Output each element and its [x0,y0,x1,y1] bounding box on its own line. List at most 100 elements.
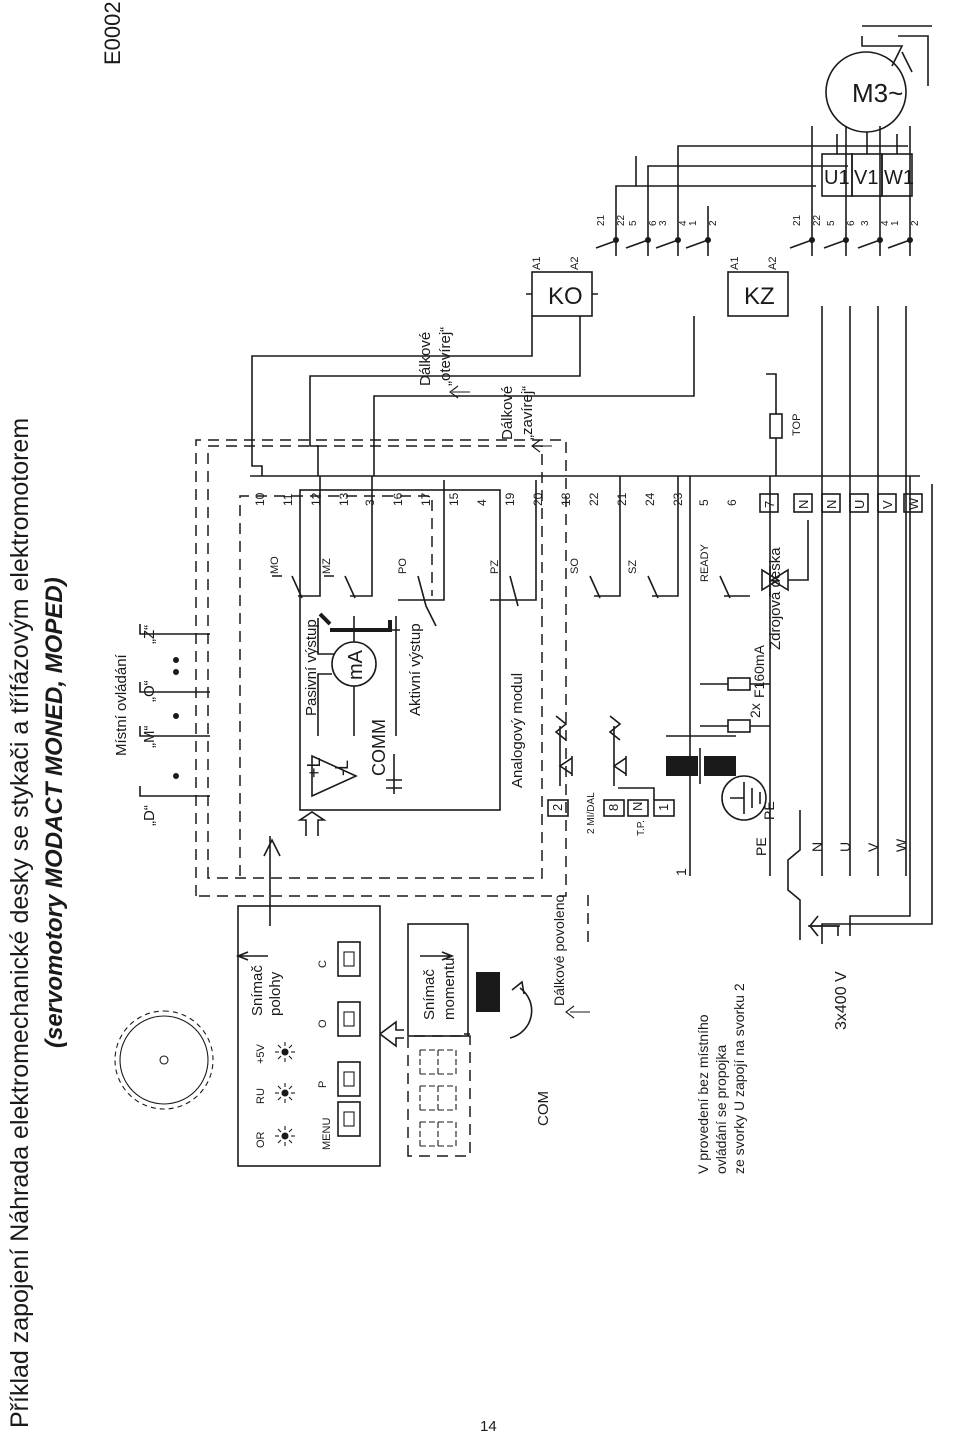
diagram-code: E0002 [100,1,125,65]
local-control-switches: „D“ „M“ „O“ „Z“ [139,624,210,826]
terminal-18: 18 [559,492,573,506]
terminal-19: 19 [503,492,517,506]
phase-v1: V1 [854,167,878,189]
led-5v-icon [275,1042,295,1062]
plus-l-label: +L [304,757,324,778]
kz-c22: 22 [812,214,823,226]
diagram-subtitle: (servomotory MODACT MONED, MOPED) [41,577,68,1048]
earth-icon: PE [721,775,777,821]
ma-label: mA [345,649,367,680]
rotation-arrow-icon [509,987,533,1039]
position-sensor-label-1: Snímač [249,965,266,1016]
relay-label-pz: PZ [489,560,501,574]
power-board-bus-labels: 1 PE N U V W [673,837,909,876]
bus-label-pe: PE [753,837,769,856]
ko-contact-numbers: 22 21 6 5 4 3 2 1 [596,214,719,226]
power-board-left-terminals: 2 2 MI/DAL 8 T.P. N 1 [547,792,675,836]
comm-label: COMM [369,719,389,776]
remote-close-label-1: Dálkové [499,386,516,440]
kz-coil-a2: A2 [767,257,779,270]
switch-label-d: „D“ [141,805,158,826]
optocoupler-icons [554,715,655,800]
left-terminal-2: 2 [550,804,565,811]
torque-sensor-body-icon [476,972,500,1012]
double-arrow-icon-2 [379,1020,470,1048]
right-terminal-n2: N [824,500,839,509]
ko-c4: 4 [678,220,689,226]
motor-label: M3~ [852,78,903,108]
ko-c5: 5 [628,220,639,226]
top-label: TOP [791,414,803,436]
position-sensor-buttons: MENU P O C [317,941,361,1150]
kz-c5: 5 [826,220,837,226]
remote-close-label-2: „zavírej“ [519,386,536,440]
terminal-24: 24 [643,492,657,506]
led-label-or: OR [255,1131,267,1148]
relay-label-sz: SZ [627,560,639,574]
power-bus-wires [689,476,933,944]
menu-button [337,1101,361,1137]
contactor-ko: KO A2 A1 [526,206,711,317]
terminal-4: 4 [475,499,489,506]
torque-sensor-box [407,923,469,1037]
contactor-kz: KZ A2 A1 [727,206,913,317]
position-sensor-label-2: polohy [267,971,284,1016]
bus-label-u: U [837,842,853,852]
position-sensor-leds: OR RU +5V [255,1042,295,1148]
led-ru-icon [275,1083,295,1103]
button-label-c: C [317,960,329,968]
terminal-12: 12 [309,492,323,506]
ko-c21: 21 [596,214,607,226]
phase-w1: W1 [884,167,914,189]
terminal-13: 13 [337,492,351,506]
analog-amplifier: +L -L COMM [304,719,402,798]
relay-label-ready: READY [699,543,711,582]
fuse-icons [700,677,770,733]
o-button [337,1001,361,1037]
led-label-5v: +5V [255,1043,267,1064]
terminal-15: 15 [447,492,461,506]
kz-contact-numbers: 22 21 6 5 4 3 2 1 [792,214,921,226]
led-label-ru: RU [255,1088,267,1104]
kz-c2: 2 [910,220,921,226]
ko-c1: 1 [688,220,699,226]
relay-label-mo: MO [269,556,281,574]
ko-c2: 2 [708,220,719,226]
relay-label-po: PO [397,558,409,574]
terminal-6: 6 [725,499,739,506]
ko-label: KO [548,283,583,310]
right-terminal-u: U [852,500,867,509]
led-or-icon [275,1126,295,1146]
tp-label: T.P. [636,820,647,836]
left-terminal-8: 8 [606,804,621,811]
page-number: 14 [480,1418,497,1435]
bus-label-w: W [893,838,909,852]
seven-segment-display-icon [407,1035,471,1157]
terminal-22: 22 [587,492,601,506]
right-terminal-w: W [906,497,921,510]
bus-label-v: V [865,842,881,852]
ko-c3: 3 [658,220,669,226]
note-line-3: ze svorky U zapojí na svorku 2 [731,983,747,1174]
switch-label-o: „O“ [141,680,158,702]
motor: U1 V1 W1 M3~ [821,25,932,197]
mid-dal-label: 2 MI/DAL [586,792,597,834]
diagram-title: Příklad zapojení Náhrada elektromechanic… [6,418,34,1428]
analog-module-label: Analogový modul [509,673,526,788]
terminal-10: 10 [253,492,267,506]
note-line-1: V provedení bez místního [695,1014,711,1174]
motor-icon [825,51,907,133]
power-board-label: Zdrojová deska [767,547,784,650]
note-line-2: ovládání se propojka [713,1045,729,1174]
double-arrow-icon-1 [235,951,455,961]
kz-label: KZ [744,283,775,310]
kz-c3: 3 [860,220,871,226]
minus-l-label: -L [332,760,352,776]
p-button [337,1061,361,1097]
bus-label-n: N [809,842,825,852]
passive-output-label: Pasivní výstup [303,619,320,716]
torque-sensor-label-1: Snímač [421,969,438,1020]
top-fuse-icon [769,413,783,439]
